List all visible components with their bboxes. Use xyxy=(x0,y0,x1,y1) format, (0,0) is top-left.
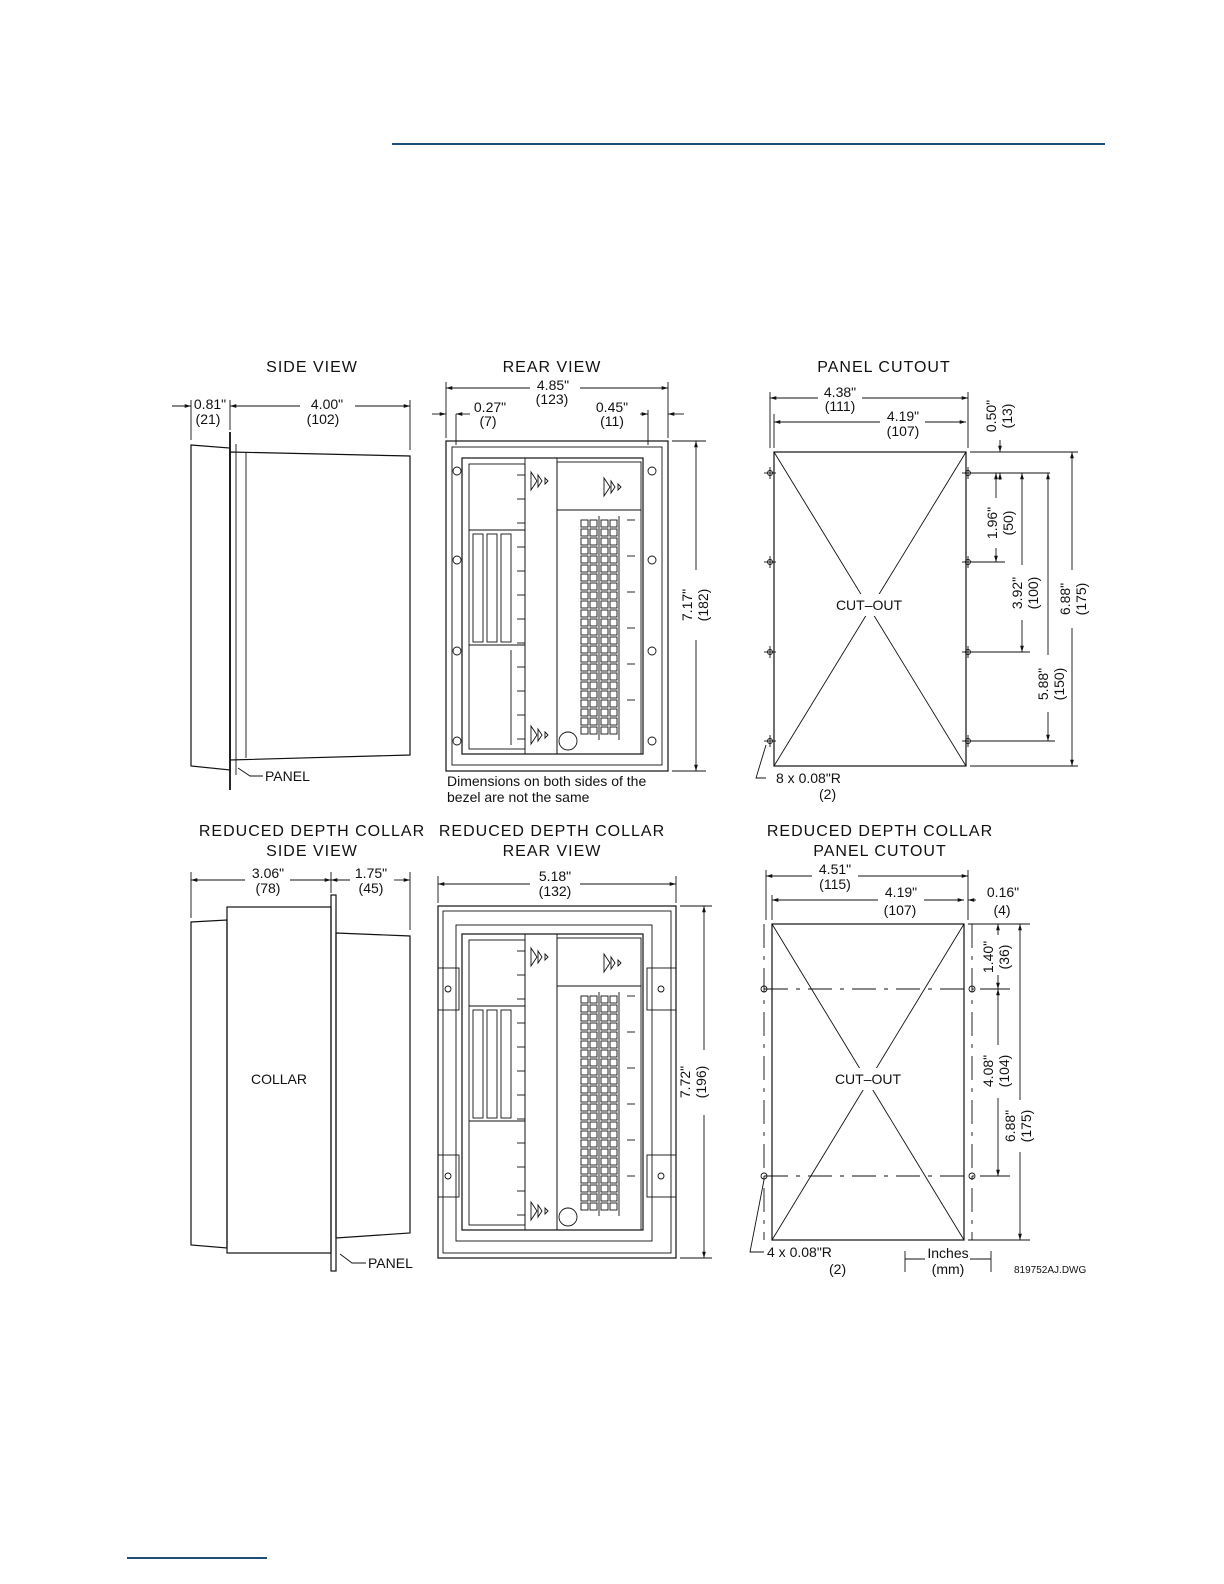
rd-side-view: COLLAR 3.06" (78) 1.75" (45) PANEL xyxy=(190,865,413,1272)
title-rd-cut-2: PANEL CUTOUT xyxy=(813,843,947,860)
side-dim-a-in: 0.81" xyxy=(194,396,226,412)
units-inches: Inches xyxy=(927,1245,968,1261)
rd-side-a-in: 3.06" xyxy=(252,865,284,881)
rd-cutout-d2-mm: (104) xyxy=(996,1055,1012,1088)
cutout-inner-w-in: 4.19" xyxy=(887,408,919,424)
rd-cutout-h-mm: (175) xyxy=(1018,1110,1034,1143)
cutout-d3-mm: (150) xyxy=(1051,668,1067,701)
rd-cutout-h-in: 6.88" xyxy=(1002,1110,1018,1142)
title-panel-cutout: PANEL CUTOUT xyxy=(817,359,951,376)
cutout-d3-in: 5.88" xyxy=(1035,668,1051,700)
cutout-holes-line2: (2) xyxy=(819,786,836,802)
rd-rear-height-mm: (196) xyxy=(693,1066,709,1099)
rear-width-mm: (123) xyxy=(536,391,569,407)
rd-cutout-d2-in: 4.08" xyxy=(980,1055,996,1087)
side-dim-b-mm: (102) xyxy=(307,411,340,427)
header-rule xyxy=(392,143,1105,145)
rear-left-in: 0.27" xyxy=(474,399,506,415)
rd-side-b-mm: (45) xyxy=(359,880,384,896)
rd-rear-width-mm: (132) xyxy=(539,883,572,899)
rd-cutout-inner-w-in: 4.19" xyxy=(885,884,917,900)
cutout-d2-in: 3.92" xyxy=(1009,577,1025,609)
rear-width-in: 4.85" xyxy=(537,377,569,393)
cutout-d2-mm: (100) xyxy=(1025,577,1041,610)
rd-side-b-in: 1.75" xyxy=(355,865,387,881)
rd-cutout-center-label: CUT–OUT xyxy=(835,1071,902,1087)
rear-note-line1: Dimensions on both sides of the xyxy=(447,773,646,789)
rd-cutout-outer-w-in: 4.51" xyxy=(819,861,851,877)
units-mm: (mm) xyxy=(932,1261,965,1277)
rear-left-mm: (7) xyxy=(479,413,496,429)
cutout-top-mm: (13) xyxy=(999,404,1015,429)
rd-cutout-outer-w-mm: (115) xyxy=(819,876,851,892)
rear-right-mm: (11) xyxy=(600,413,624,429)
rear-height-mm: (182) xyxy=(695,589,711,622)
rear-note-line2: bezel are not the same xyxy=(447,789,590,805)
rd-side-panel-label: PANEL xyxy=(368,1255,413,1271)
footer-rule xyxy=(127,1557,267,1559)
title-rd-side-2: SIDE VIEW xyxy=(266,843,358,860)
rd-cutout-side-mm: (4) xyxy=(993,902,1010,918)
title-rd-rear-2: REAR VIEW xyxy=(503,843,602,860)
drawing-id: 819752AJ.DWG xyxy=(1014,1265,1086,1276)
rd-cutout-inner-w-mm: (107) xyxy=(884,902,917,918)
cutout-h-mm: (175) xyxy=(1073,583,1089,616)
title-rd-cut-1: REDUCED DEPTH COLLAR xyxy=(767,823,993,840)
cutout-d1-mm: (50) xyxy=(1000,511,1016,536)
title-rd-rear-1: REDUCED DEPTH COLLAR xyxy=(439,823,665,840)
rd-cutout-holes-line1: 4 x 0.08"R xyxy=(767,1244,832,1260)
cutout-top-in: 0.50" xyxy=(983,400,999,432)
cutout-outer-w-in: 4.38" xyxy=(824,384,856,400)
rear-right-in: 0.45" xyxy=(596,399,628,415)
rd-rear-view: 5.18" (132) 7.72" (196) xyxy=(437,868,712,1259)
title-rd-side-1: REDUCED DEPTH COLLAR xyxy=(199,823,425,840)
rd-cutout-d1-mm: (36) xyxy=(996,945,1012,970)
rear-height-in: 7.17" xyxy=(679,589,695,621)
rd-collar-label: COLLAR xyxy=(251,1071,307,1087)
cutout-inner-w-mm: (107) xyxy=(887,423,920,439)
side-panel-label: PANEL xyxy=(265,768,310,784)
terminal-block-1 xyxy=(517,470,635,746)
cutout-center-label: CUT–OUT xyxy=(836,597,903,613)
cutout-holes-line1: 8 x 0.08"R xyxy=(776,770,841,786)
cutout-d1-in: 1.96" xyxy=(984,507,1000,539)
cutout-h-in: 6.88" xyxy=(1057,583,1073,615)
panel-cutout: CUT–OUT 4.38" (111) 4.19" (107) 0.50" (1… xyxy=(755,384,1089,802)
rd-cutout-side-in: 0.16" xyxy=(987,884,1019,900)
rd-rear-width-in: 5.18" xyxy=(539,868,571,884)
side-dim-b-in: 4.00" xyxy=(311,396,343,412)
rd-cutout-holes-line2: (2) xyxy=(829,1261,846,1277)
rear-view: 4.85" (123) 0.27" (7) 0.45" (11) 7.17" (… xyxy=(432,377,711,805)
title-rear-view: REAR VIEW xyxy=(503,359,602,376)
side-view: 0.81" (21) 4.00" (102) PANEL xyxy=(172,396,411,790)
rd-rear-height-in: 7.72" xyxy=(677,1066,693,1098)
side-dim-a-mm: (21) xyxy=(196,411,221,427)
rd-cutout-d1-in: 1.40" xyxy=(980,941,996,973)
rd-panel-cutout: CUT–OUT 4.51" (115) 4.19" (107) 0.16" (4… xyxy=(749,861,1086,1277)
title-side-view: SIDE VIEW xyxy=(266,359,358,376)
rd-side-a-mm: (78) xyxy=(256,880,281,896)
cutout-outer-w-mm: (111) xyxy=(825,398,856,414)
